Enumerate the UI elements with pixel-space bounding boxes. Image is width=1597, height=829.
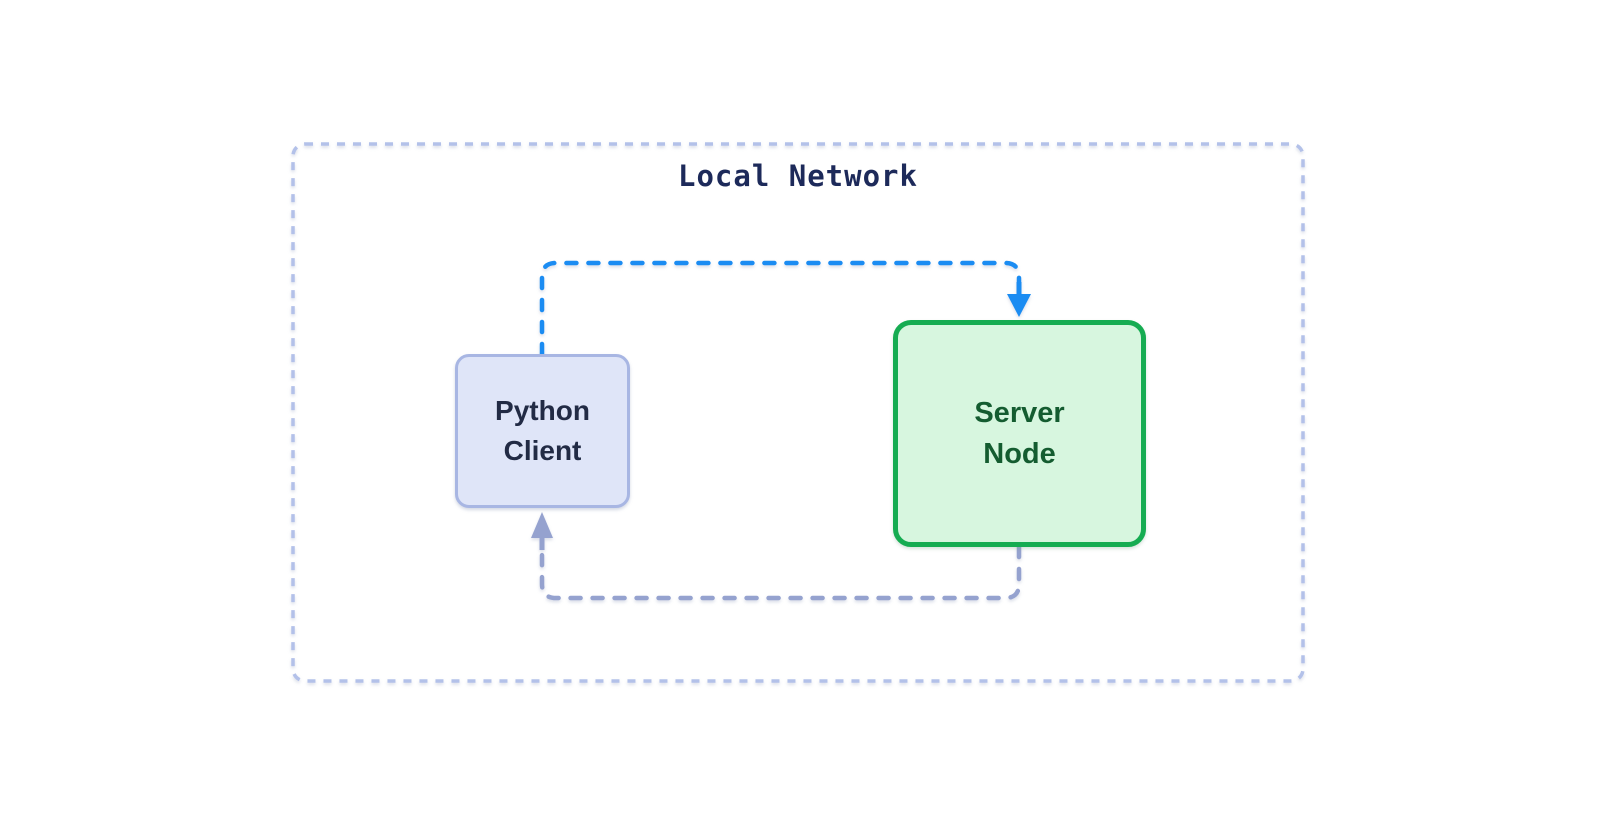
node-python-client: Python Client xyxy=(455,354,630,508)
node-server-node: Server Node xyxy=(893,320,1146,547)
arrowhead-up-icon xyxy=(531,512,553,538)
network-title: Local Network xyxy=(678,159,918,193)
arrowhead-down-icon xyxy=(1007,294,1031,317)
local-network-boundary xyxy=(291,142,1305,683)
edge-server-to-client xyxy=(539,544,1022,601)
